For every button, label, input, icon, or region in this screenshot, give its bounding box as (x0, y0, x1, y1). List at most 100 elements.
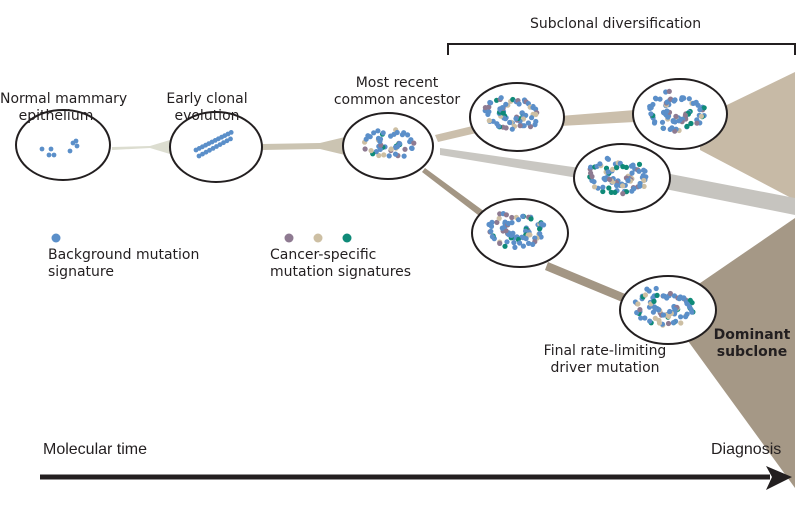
mutation-dot (500, 110, 506, 116)
label-line: driver mutation (550, 360, 660, 376)
mutation-dot (51, 152, 57, 158)
mutation-dot (224, 138, 230, 144)
mutation-dot (511, 240, 517, 246)
mutation-dot (591, 179, 597, 185)
cell-population-normal (15, 109, 111, 181)
axis-end-label: Diagnosis (711, 441, 782, 458)
stage-label-normal: Normal mammary epithelium (0, 91, 127, 125)
legend-cancer-dot-icon (313, 233, 323, 243)
mutation-dot (692, 100, 699, 106)
mutation-dot (647, 318, 653, 324)
stage-label-mrca: Most recent common ancestor (332, 75, 462, 109)
mutation-dot (515, 217, 522, 223)
legend-cancer-label: Cancer-specific mutation signatures (270, 247, 411, 281)
subclonal-diversification-title: Subclonal diversification (530, 16, 702, 32)
mutation-dot (605, 156, 612, 162)
mutation-dot (496, 215, 502, 221)
cell-population-outline (471, 198, 569, 268)
mutation-dot (681, 295, 687, 301)
cell-population-outline (632, 78, 728, 150)
mutation-dot (489, 219, 495, 225)
cell-population-subclone-d (471, 198, 569, 268)
cell-populations (15, 78, 728, 345)
mutation-dot (507, 119, 513, 126)
mutation-dot (528, 216, 534, 222)
mutation-dot (635, 301, 641, 307)
mutation-dot (487, 99, 493, 106)
mutation-dot (651, 298, 657, 304)
mutation-dot (684, 123, 690, 129)
mutation-dot (402, 146, 408, 152)
mutation-dot (625, 178, 631, 184)
cell-population-subclone-c (573, 143, 671, 213)
mutation-dot (509, 126, 515, 132)
mutation-dot (606, 185, 612, 191)
mutation-dot (532, 122, 538, 128)
mutation-dot (620, 183, 626, 189)
mutation-dot (401, 153, 407, 159)
mutation-dot (680, 95, 687, 101)
mutation-dot (652, 315, 658, 321)
mutation-dot (637, 307, 643, 313)
mutation-dot (688, 120, 694, 127)
mutation-dot (498, 95, 504, 101)
cell-population-outline (573, 143, 671, 213)
label-line: epithelium (18, 108, 94, 124)
mutation-dot (670, 118, 676, 124)
mutation-dot (520, 243, 527, 249)
branch-subclone-a-to-b (560, 110, 635, 126)
mutation-dot (697, 107, 703, 113)
mutation-dot (365, 133, 371, 139)
mutation-dot (650, 101, 656, 108)
mutation-dot (642, 315, 648, 321)
mutation-dot (497, 240, 503, 246)
mutation-dot (652, 95, 659, 101)
branch-mrca-to-subclone-c (440, 148, 580, 178)
mutation-dot (39, 146, 45, 152)
mutation-dot (513, 116, 519, 122)
mutation-dot (637, 183, 643, 189)
mutation-dot (526, 240, 532, 246)
mutation-dot (698, 113, 705, 119)
mutation-dot (509, 214, 515, 221)
mutation-dot (380, 130, 386, 136)
mutation-dot (694, 120, 700, 126)
mutation-dot (607, 176, 613, 182)
mutation-dot (641, 177, 647, 184)
mutation-dot (519, 110, 525, 116)
mutation-dot (640, 173, 646, 179)
mutation-dot (486, 104, 492, 110)
mutation-dot (494, 121, 500, 127)
stage-label-early: Early clonal evolution (157, 91, 257, 125)
label-line: subclone (716, 344, 788, 360)
mutation-dot (503, 228, 509, 234)
cell-population-early-clonal (169, 111, 263, 183)
axis-start-label: Molecular time (43, 441, 148, 458)
mutation-dot (408, 137, 414, 143)
mutation-dot (670, 320, 677, 326)
mutation-dot (589, 173, 595, 180)
mutation-dot (686, 96, 692, 102)
mutation-dot (659, 119, 666, 125)
mutation-dot (629, 188, 635, 194)
mutation-dot (600, 188, 606, 195)
mutation-dot (388, 146, 394, 152)
mutation-dot (530, 241, 536, 247)
label-line: mutation signatures (270, 264, 412, 280)
mutation-dot (676, 118, 682, 124)
mutation-dot (601, 175, 607, 182)
mutation-dot (664, 108, 670, 114)
connector-normal-early (112, 140, 170, 154)
legend-background-dot-icon (51, 233, 61, 243)
mutation-dot (362, 146, 368, 152)
mutation-dot (499, 105, 505, 111)
label-line: Cancer-specific (270, 247, 377, 263)
mutation-dot (217, 142, 223, 148)
mutation-dot (657, 96, 663, 102)
label-line: Most recent (355, 75, 439, 91)
mutation-dot (386, 153, 392, 159)
mutation-dot (689, 300, 695, 306)
label-line: Early clonal (166, 91, 248, 107)
branch-subclone-d-to-dominant (545, 262, 630, 304)
